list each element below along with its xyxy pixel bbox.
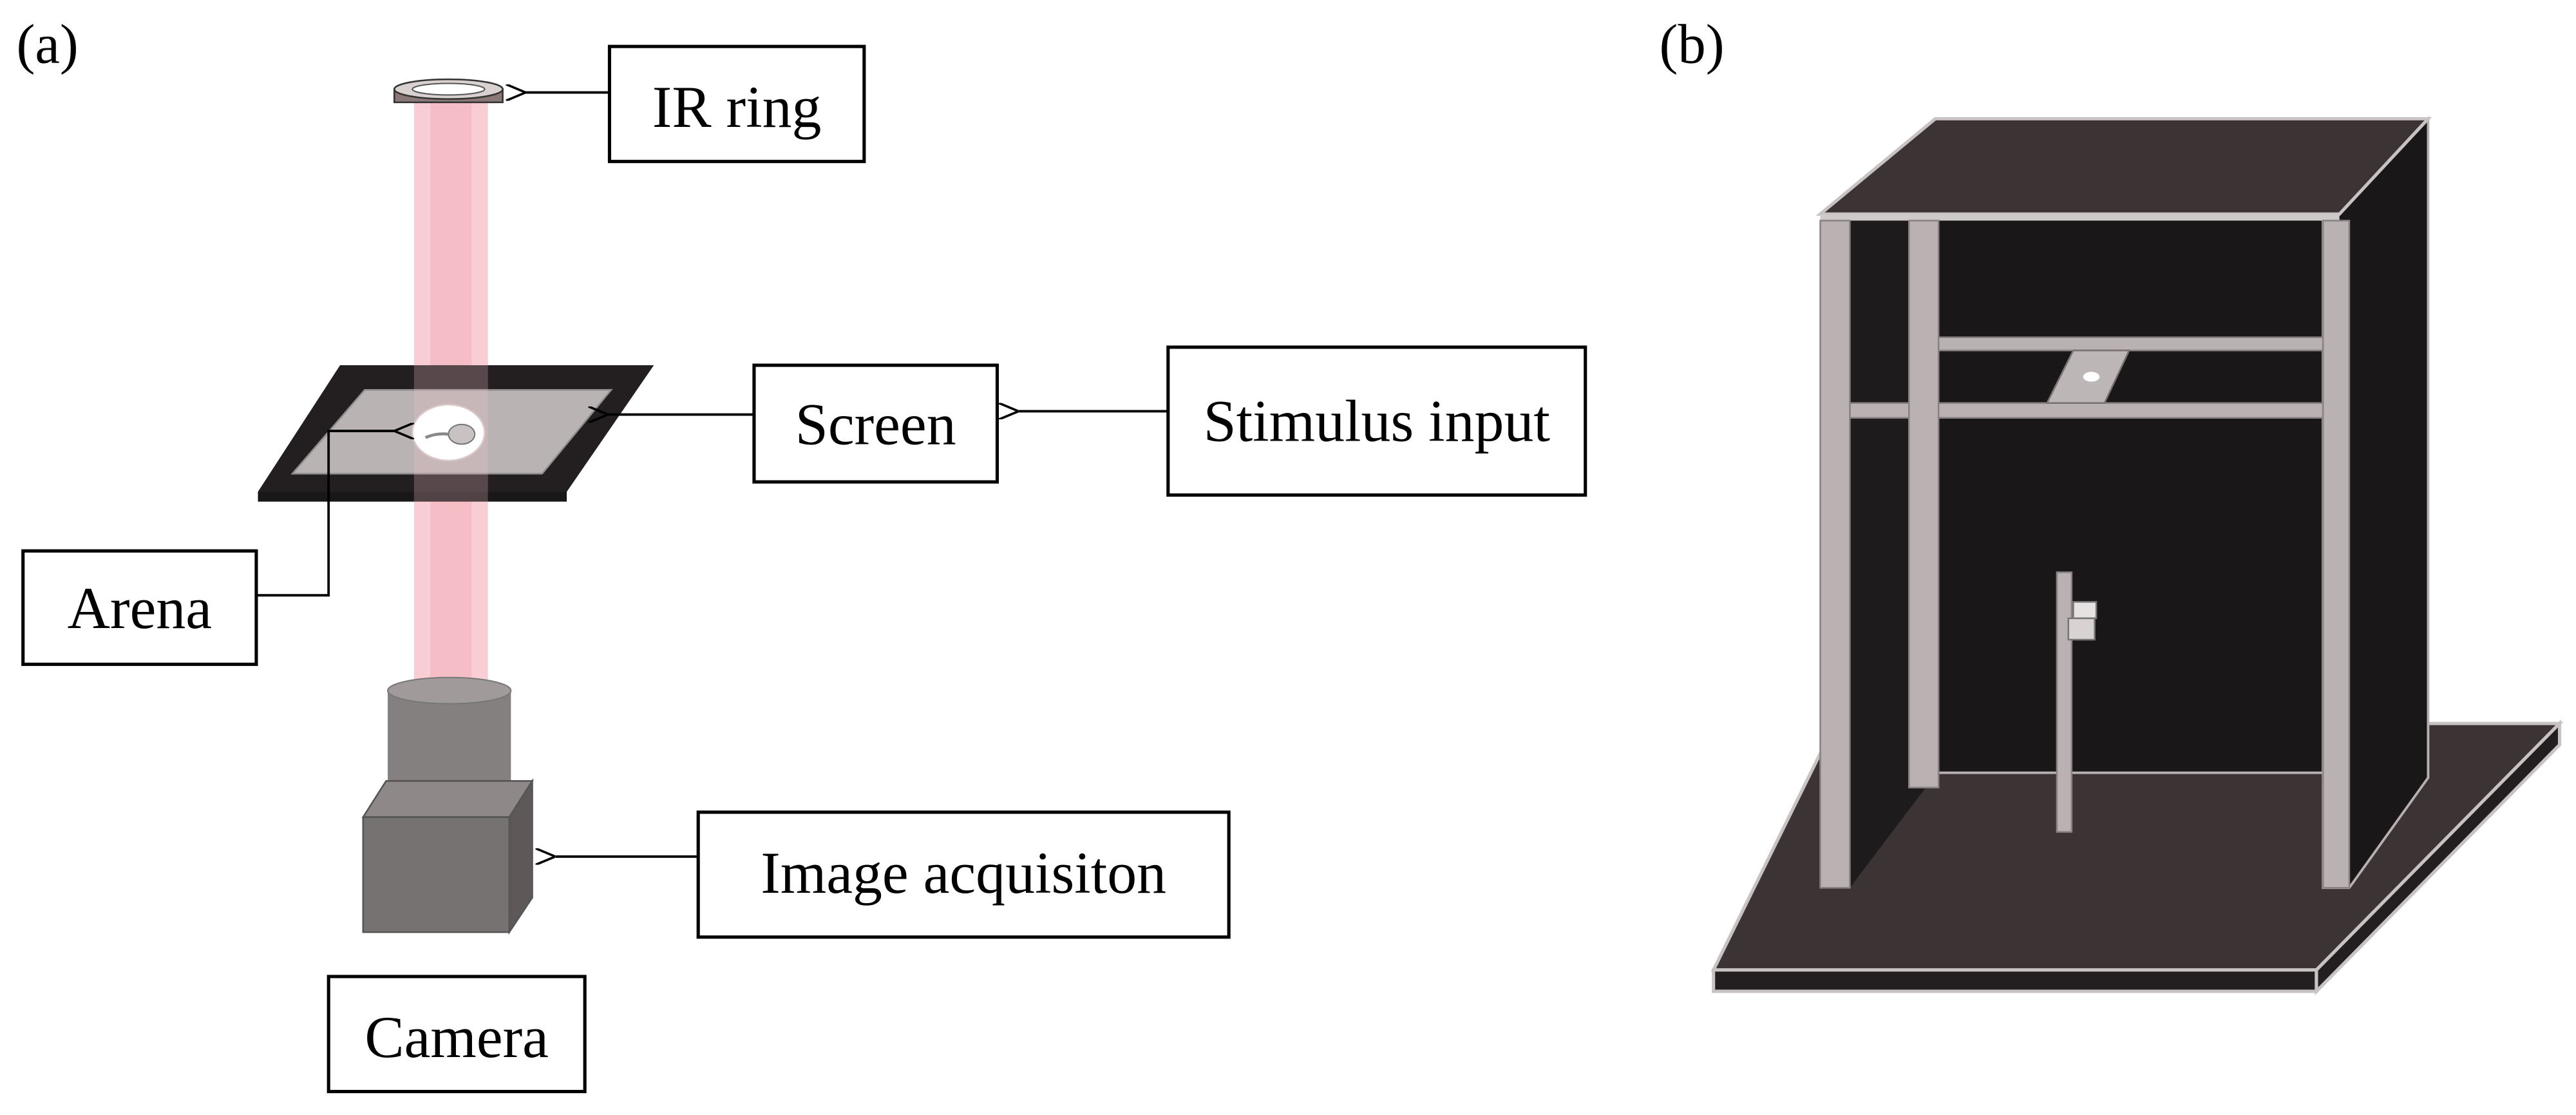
ir-ring-label-box bbox=[607, 44, 866, 164]
stage-platform-edge bbox=[258, 491, 567, 502]
base-plate-front bbox=[1712, 968, 2318, 993]
arena-arrow bbox=[256, 431, 394, 597]
ir-ring bbox=[393, 78, 504, 104]
panel-b-tag: (b) bbox=[1660, 14, 1725, 75]
image-acquisition-label-box bbox=[696, 810, 1231, 939]
base-plate-side bbox=[2315, 719, 2562, 996]
larva-icon bbox=[424, 423, 476, 445]
arena-dish bbox=[412, 403, 486, 462]
camera-body bbox=[361, 778, 534, 935]
camera-label-box bbox=[327, 975, 587, 1094]
upper-crossbar bbox=[1934, 336, 2324, 352]
arena-label: Arena bbox=[68, 575, 212, 641]
screen-holder bbox=[2045, 349, 2131, 404]
front-right-post bbox=[2322, 220, 2351, 889]
camera-label: Camera bbox=[365, 1004, 549, 1070]
enclosure-lid-edge bbox=[1820, 214, 2340, 221]
arena-label-box bbox=[21, 549, 258, 666]
enclosure-lid bbox=[1815, 117, 2432, 216]
back-left-post bbox=[1908, 220, 1940, 788]
panel-a: (a) bbox=[17, 14, 1587, 1094]
ir-ring-label: IR ring bbox=[652, 74, 822, 140]
panel-b: (b) bbox=[1660, 14, 2564, 996]
front-left-post bbox=[1819, 220, 1851, 889]
camera-pole bbox=[2056, 571, 2073, 833]
panel-a-tag: (a) bbox=[17, 14, 79, 75]
image-acquisition-label: Image acquisiton bbox=[761, 840, 1166, 906]
screen-label: Screen bbox=[795, 391, 956, 457]
stimulus-input-label: Stimulus input bbox=[1204, 388, 1550, 453]
stimulus-input-label-box bbox=[1166, 345, 1587, 497]
small-camera-icon bbox=[2067, 601, 2098, 641]
screen-label-box bbox=[752, 363, 999, 484]
enclosure-back-wall bbox=[1935, 213, 2325, 774]
